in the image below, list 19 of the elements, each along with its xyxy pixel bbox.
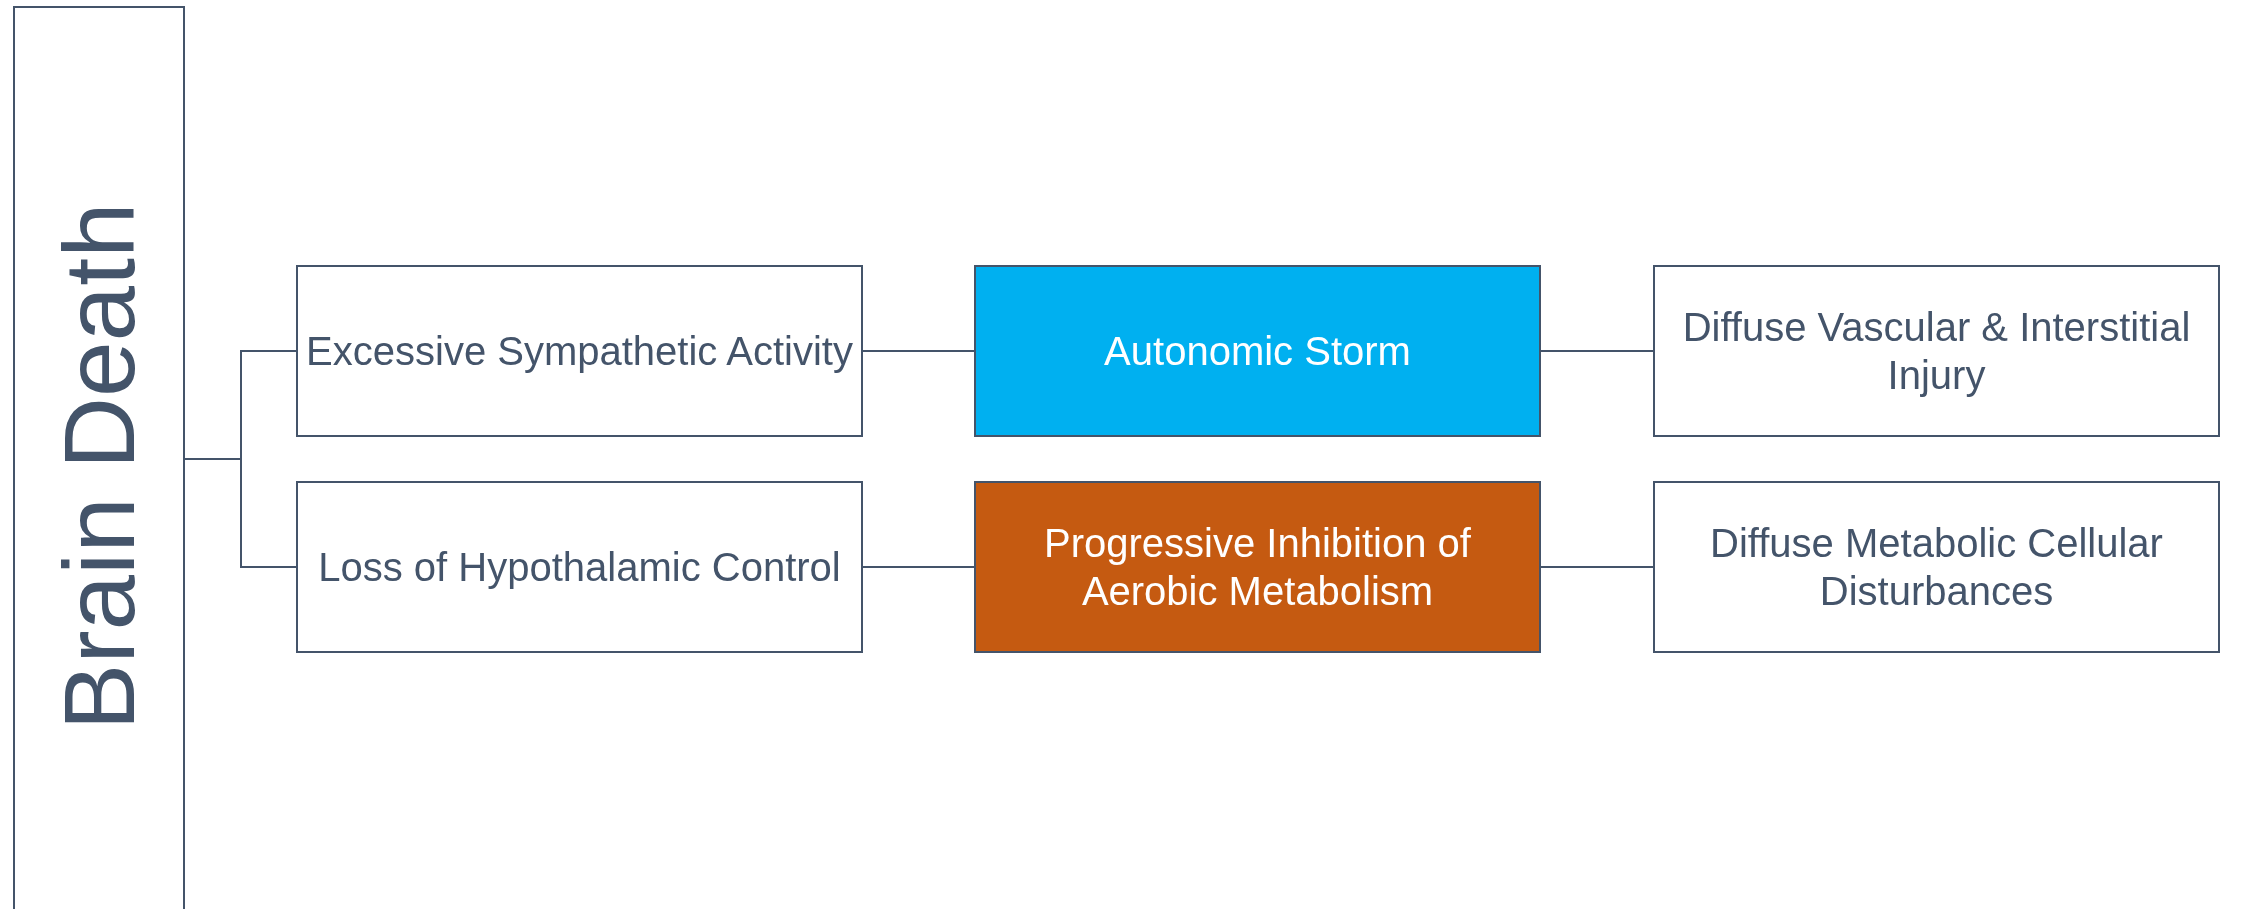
connector-line <box>1540 566 1654 568</box>
process-box <box>974 265 1541 437</box>
connector-line <box>1540 350 1654 352</box>
process-box <box>296 265 863 437</box>
box-label: Progressive Inhibition of Aerobic Metabolism <box>1043 520 1472 615</box>
connector-line <box>862 566 975 568</box>
connector-line <box>862 350 975 352</box>
process-box <box>1653 265 2220 437</box>
process-box <box>974 481 1541 653</box>
connector-line <box>184 458 297 568</box>
title-box <box>13 6 185 909</box>
box-label: Autonomic Storm <box>1103 328 1412 375</box>
box-label: Loss of Hypothalamic Control <box>317 544 842 591</box>
process-box <box>1653 481 2220 653</box>
box-label: Diffuse Vascular & Interstitial Injury <box>1681 304 2192 399</box>
vertical-title: Brain Death <box>41 201 156 731</box>
box-label: Excessive Sympathetic Activity <box>305 328 854 375</box>
box-label: Diffuse Metabolic Cellular Disturbances <box>1709 520 2164 615</box>
process-box <box>296 481 863 653</box>
